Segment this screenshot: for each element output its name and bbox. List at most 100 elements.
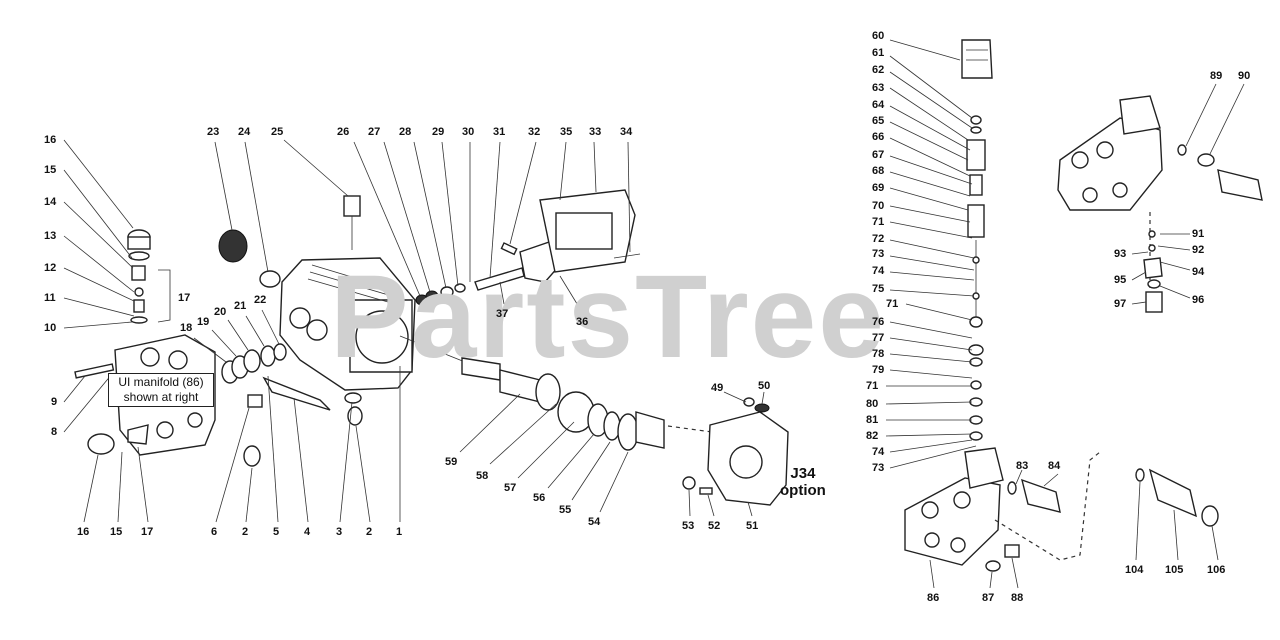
part-label[interactable]: 3 xyxy=(336,526,343,538)
part-label[interactable]: 71 xyxy=(872,216,885,228)
part-label[interactable]: 10 xyxy=(44,322,57,334)
part-label[interactable]: 80 xyxy=(866,398,879,410)
part-label[interactable]: 76 xyxy=(872,316,885,328)
part-label[interactable]: 92 xyxy=(1192,244,1205,256)
part-label[interactable]: 64 xyxy=(872,99,885,111)
part-label[interactable]: 89 xyxy=(1210,70,1223,82)
part-label[interactable]: 83 xyxy=(1016,460,1029,472)
part-label[interactable]: 17 xyxy=(141,526,154,538)
part-label[interactable]: 28 xyxy=(399,126,412,138)
part-label[interactable]: 4 xyxy=(304,526,311,538)
part-label[interactable]: 66 xyxy=(872,131,885,143)
part-label[interactable]: 20 xyxy=(214,306,227,318)
part-label[interactable]: 78 xyxy=(872,348,885,360)
part-label[interactable]: 1 xyxy=(396,526,403,538)
part-label[interactable]: 23 xyxy=(207,126,220,138)
part-label[interactable]: 79 xyxy=(872,364,885,376)
part-label[interactable]: 63 xyxy=(872,82,885,94)
part-label[interactable]: 51 xyxy=(746,520,759,532)
part-label[interactable]: 88 xyxy=(1011,592,1024,604)
part-label[interactable]: 37 xyxy=(496,308,509,320)
part-label[interactable]: 74 xyxy=(872,446,885,458)
callout-line-1: UI manifold (86) xyxy=(118,375,204,389)
left-manifold-assembly xyxy=(63,139,216,523)
part-label[interactable]: 19 xyxy=(197,316,210,328)
part-label[interactable]: 53 xyxy=(682,520,695,532)
part-label[interactable]: 34 xyxy=(620,126,633,138)
part-label[interactable]: 13 xyxy=(44,230,57,242)
part-label[interactable]: 54 xyxy=(588,516,601,528)
part-label[interactable]: 33 xyxy=(589,126,602,138)
part-label[interactable]: 87 xyxy=(982,592,995,604)
part-label[interactable]: 11 xyxy=(44,292,56,304)
j34-option-note: J34 option xyxy=(780,465,826,499)
part-label[interactable]: 21 xyxy=(234,300,247,312)
part-label[interactable]: 86 xyxy=(927,592,940,604)
part-label[interactable]: 5 xyxy=(273,526,280,538)
part-label[interactable]: 58 xyxy=(476,470,489,482)
part-label[interactable]: 27 xyxy=(368,126,381,138)
part-label[interactable]: 74 xyxy=(872,265,885,277)
part-label[interactable]: 84 xyxy=(1048,460,1061,472)
part-label[interactable]: 69 xyxy=(872,182,885,194)
part-label[interactable]: 50 xyxy=(758,380,771,392)
part-label[interactable]: 32 xyxy=(528,126,541,138)
part-label[interactable]: 56 xyxy=(533,492,546,504)
part-label[interactable]: 106 xyxy=(1207,564,1226,576)
part-label[interactable]: 26 xyxy=(337,126,350,138)
part-label[interactable]: 15 xyxy=(110,526,123,538)
part-label[interactable]: 105 xyxy=(1165,564,1184,576)
part-label[interactable]: 29 xyxy=(432,126,445,138)
part-label[interactable]: 73 xyxy=(872,462,885,474)
part-label[interactable]: 75 xyxy=(872,283,885,295)
part-label[interactable]: 95 xyxy=(1114,274,1127,286)
part-label[interactable]: 96 xyxy=(1192,294,1205,306)
part-label[interactable]: 67 xyxy=(872,149,885,161)
part-label[interactable]: 82 xyxy=(866,430,879,442)
part-label[interactable]: 94 xyxy=(1192,266,1205,278)
part-label[interactable]: 14 xyxy=(44,196,57,208)
part-label[interactable]: 52 xyxy=(708,520,721,532)
part-label[interactable]: 71 xyxy=(886,298,899,310)
part-label[interactable]: 12 xyxy=(44,262,57,274)
part-label[interactable]: 9 xyxy=(51,396,58,408)
part-label[interactable]: 16 xyxy=(44,134,57,146)
part-label[interactable]: 24 xyxy=(238,126,251,138)
part-label[interactable]: 35 xyxy=(560,126,573,138)
part-label[interactable]: 72 xyxy=(872,233,885,245)
part-label[interactable]: 97 xyxy=(1114,298,1127,310)
part-label[interactable]: 55 xyxy=(559,504,572,516)
part-label[interactable]: 73 xyxy=(872,248,885,260)
part-label[interactable]: 77 xyxy=(872,332,885,344)
part-label[interactable]: 31 xyxy=(493,126,506,138)
part-label[interactable]: 49 xyxy=(711,382,724,394)
part-label[interactable]: 8 xyxy=(51,426,58,438)
part-label[interactable]: 16 xyxy=(77,526,90,538)
part-label[interactable]: 59 xyxy=(445,456,458,468)
part-label[interactable]: 2 xyxy=(366,526,373,538)
part-label[interactable]: 91 xyxy=(1192,228,1205,240)
part-label[interactable]: 70 xyxy=(872,200,885,212)
plunger-shaft-parts xyxy=(353,141,713,513)
part-label[interactable]: 17 xyxy=(178,292,191,304)
part-label[interactable]: 60 xyxy=(872,30,885,42)
part-label[interactable]: 15 xyxy=(44,164,57,176)
part-label[interactable]: 2 xyxy=(242,526,249,538)
part-label[interactable]: 65 xyxy=(872,115,885,127)
part-label[interactable]: 68 xyxy=(872,165,885,177)
part-label[interactable]: 57 xyxy=(504,482,517,494)
callout-line-2: shown at right xyxy=(123,390,199,404)
part-label[interactable]: 22 xyxy=(254,294,267,306)
part-label[interactable]: 93 xyxy=(1114,248,1127,260)
part-label[interactable]: 81 xyxy=(866,414,879,426)
part-label[interactable]: 36 xyxy=(576,316,589,328)
part-label[interactable]: 25 xyxy=(271,126,284,138)
part-label[interactable]: 90 xyxy=(1238,70,1251,82)
part-label[interactable]: 30 xyxy=(462,126,475,138)
part-label[interactable]: 62 xyxy=(872,64,885,76)
part-label[interactable]: 18 xyxy=(180,322,193,334)
part-label[interactable]: 61 xyxy=(872,47,885,59)
part-label[interactable]: 6 xyxy=(211,526,218,538)
part-label[interactable]: 104 xyxy=(1125,564,1144,576)
part-label[interactable]: 71 xyxy=(866,380,879,392)
